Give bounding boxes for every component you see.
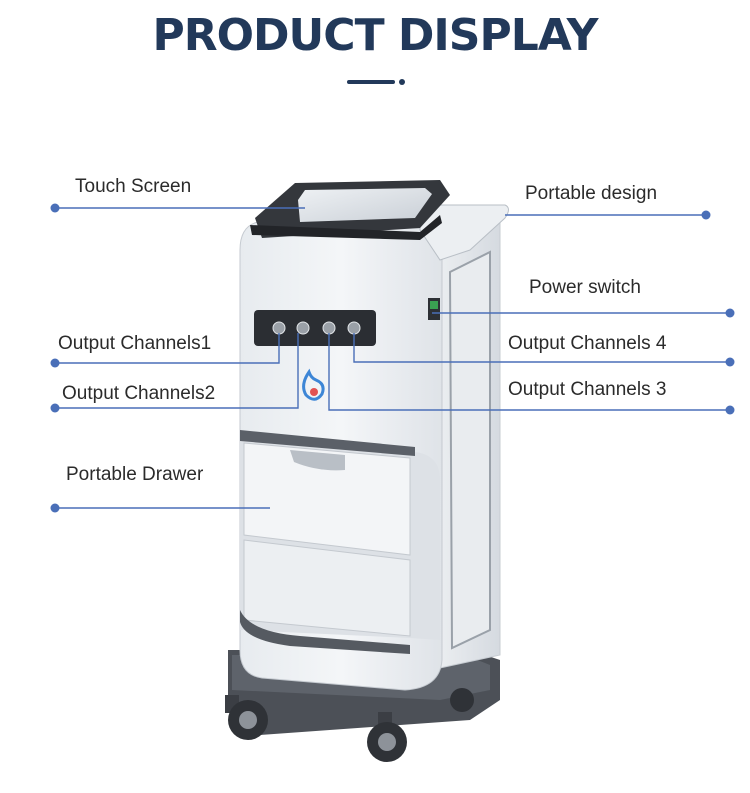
drawer — [240, 430, 440, 654]
callout-line-output-3 — [328, 333, 730, 411]
callout-lines — [55, 207, 730, 509]
callout-dot-touch-screen — [50, 203, 60, 213]
label-output-channels-2: Output Channels2 — [62, 383, 216, 404]
callout-dot-output-3 — [725, 405, 735, 415]
callout-line-output-2 — [55, 333, 299, 409]
callout-dot-drawer — [50, 503, 60, 513]
caster-back-icon — [450, 688, 474, 712]
caster-left-icon — [225, 695, 268, 740]
title-underline — [347, 80, 395, 84]
callout-dots — [50, 203, 735, 513]
channel-3-knob — [322, 321, 336, 335]
label-output-channels-1: Output Channels1 — [58, 333, 212, 354]
control-panel — [254, 310, 376, 346]
title-dot — [399, 79, 405, 85]
channel-1-knob — [272, 321, 286, 335]
callout-dot-output-1 — [50, 358, 60, 368]
callout-dot-portable-design — [701, 210, 711, 220]
label-portable-drawer: Portable Drawer — [66, 464, 204, 485]
label-touch-screen: Touch Screen — [75, 176, 192, 197]
label-portable-design: Portable design — [525, 183, 658, 204]
power-switch-icon — [428, 298, 440, 320]
channel-4-knob — [347, 321, 361, 335]
label-output-channels-4: Output Channels 4 — [508, 333, 667, 354]
callout-line-output-4 — [353, 333, 730, 363]
touch-screen — [250, 180, 450, 240]
brand-logo-icon — [302, 368, 325, 401]
page-title: PRODUCT DISPLAY — [152, 10, 599, 61]
callout-line-output-1 — [55, 333, 280, 364]
handle-tray — [419, 204, 509, 261]
caster-right-icon — [367, 712, 407, 762]
label-output-channels-3: Output Channels 3 — [508, 379, 667, 400]
callout-dot-output-4 — [725, 357, 735, 367]
label-power-switch: Power switch — [529, 277, 641, 298]
callout-dot-power-switch — [725, 308, 735, 318]
channel-2-knob — [296, 321, 310, 335]
callout-dot-output-2 — [50, 403, 60, 413]
